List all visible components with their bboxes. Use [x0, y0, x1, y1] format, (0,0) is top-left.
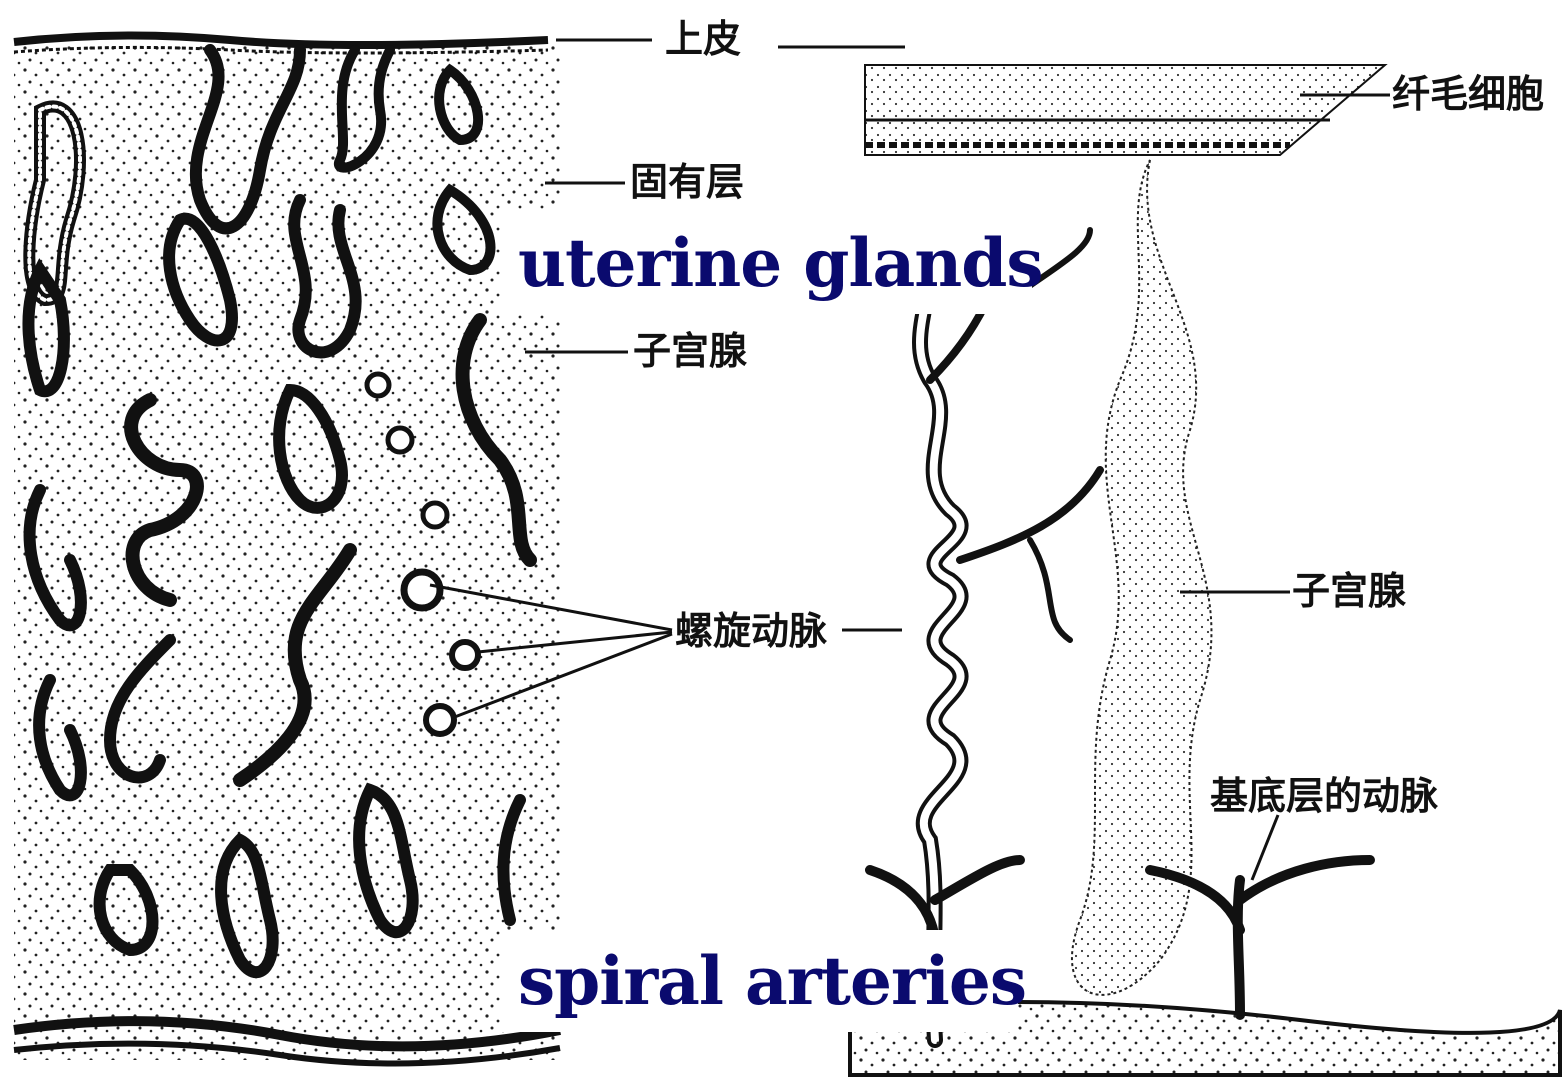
overlay-uterine-glands-text: uterine glands	[518, 224, 1043, 302]
label-epithelium: 上皮	[665, 20, 741, 58]
overlay-spiral-arteries-text: spiral arteries	[518, 942, 1026, 1020]
label-basal-artery: 基底层的动脉	[1210, 777, 1438, 815]
artery-section-2	[388, 428, 412, 452]
label-uterine-gland-left: 子宫腺	[633, 332, 747, 370]
label-spiral-artery: 螺旋动脉	[675, 612, 827, 650]
artery-section-6	[426, 706, 454, 734]
label-lamina-propria: 固有层	[630, 163, 744, 201]
uterine-gland-right	[1072, 160, 1211, 995]
label-ciliated-cells: 纤毛细胞	[1392, 75, 1544, 113]
artery-section-1	[367, 374, 389, 396]
artery-section-4	[404, 572, 440, 608]
leader-basal	[1252, 815, 1278, 880]
spiral-artery-coiled	[920, 230, 1100, 1040]
right-epithelium-block	[865, 65, 1385, 155]
overlay-uterine-glands: uterine glands	[500, 212, 1032, 314]
label-uterine-gland-right: 子宫腺	[1292, 572, 1406, 610]
artery-section-5	[452, 642, 478, 668]
artery-section-3	[423, 503, 447, 527]
overlay-spiral-arteries: spiral arteries	[500, 930, 1018, 1032]
leader-lines	[430, 40, 1390, 880]
